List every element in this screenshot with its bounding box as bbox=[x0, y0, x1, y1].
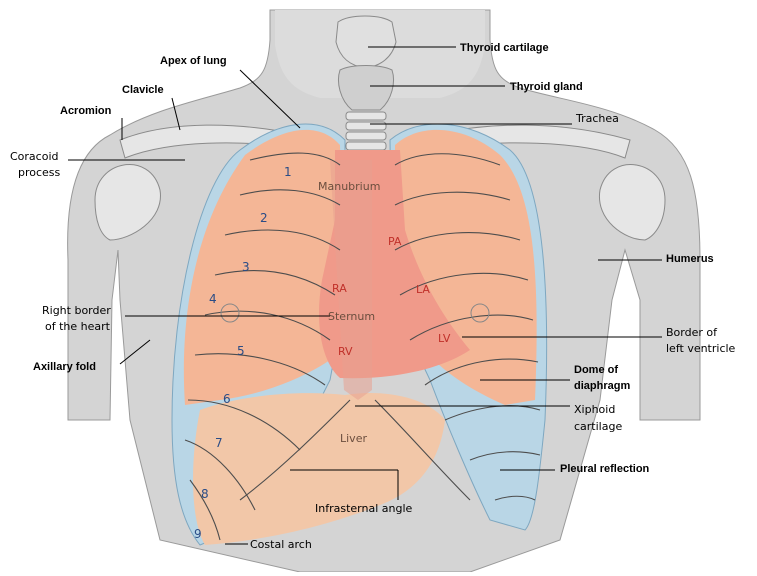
rib-number-4: 4 bbox=[209, 292, 217, 306]
label-trachea: Trachea bbox=[575, 112, 619, 125]
label-dome-1: Dome of bbox=[574, 364, 618, 376]
label-apex-of-lung: Apex of lung bbox=[160, 55, 227, 67]
rib-number-6: 6 bbox=[223, 392, 231, 406]
label-pleural-reflection: Pleural reflection bbox=[560, 463, 650, 475]
label-acromion: Acromion bbox=[60, 105, 112, 117]
label-axillary-fold: Axillary fold bbox=[33, 361, 96, 373]
label-xiphoid-2: cartilage bbox=[574, 420, 622, 433]
label-border-lv-1: Border of bbox=[666, 326, 718, 339]
label-right-border-2: of the heart bbox=[45, 320, 111, 333]
rib-number-8: 8 bbox=[201, 487, 209, 501]
label-lv: LV bbox=[438, 332, 451, 345]
label-coracoid-2: process bbox=[18, 166, 61, 179]
label-xiphoid-1: Xiphoid bbox=[574, 403, 615, 416]
label-rv: RV bbox=[338, 345, 353, 358]
rib-number-3: 3 bbox=[242, 260, 250, 274]
label-pa: PA bbox=[388, 235, 402, 248]
label-manubrium: Manubrium bbox=[318, 180, 380, 193]
rib-number-7: 7 bbox=[215, 436, 223, 450]
label-costal-arch: Costal arch bbox=[250, 538, 312, 551]
label-liver: Liver bbox=[340, 432, 367, 445]
label-thyroid-gland: Thyroid gland bbox=[510, 81, 583, 93]
label-la: LA bbox=[416, 283, 430, 296]
rib-number-2: 2 bbox=[260, 211, 268, 225]
rib-number-1: 1 bbox=[284, 165, 292, 179]
label-thyroid-cartilage: Thyroid cartilage bbox=[460, 42, 549, 54]
label-coracoid-1: Coracoid bbox=[10, 150, 59, 163]
label-sternum: Sternum bbox=[328, 310, 375, 323]
rib-number-9: 9 bbox=[194, 527, 202, 541]
label-clavicle: Clavicle bbox=[122, 84, 164, 96]
label-ra: RA bbox=[332, 282, 347, 295]
label-right-border-1: Right border bbox=[42, 304, 111, 317]
rib-number-5: 5 bbox=[237, 344, 245, 358]
label-dome-2: diaphragm bbox=[574, 380, 630, 392]
thyroid-gland-shape bbox=[339, 66, 394, 111]
label-infrasternal-angle: Infrasternal angle bbox=[315, 502, 413, 515]
label-border-lv-2: left ventricle bbox=[666, 342, 736, 355]
label-humerus: Humerus bbox=[666, 253, 714, 265]
